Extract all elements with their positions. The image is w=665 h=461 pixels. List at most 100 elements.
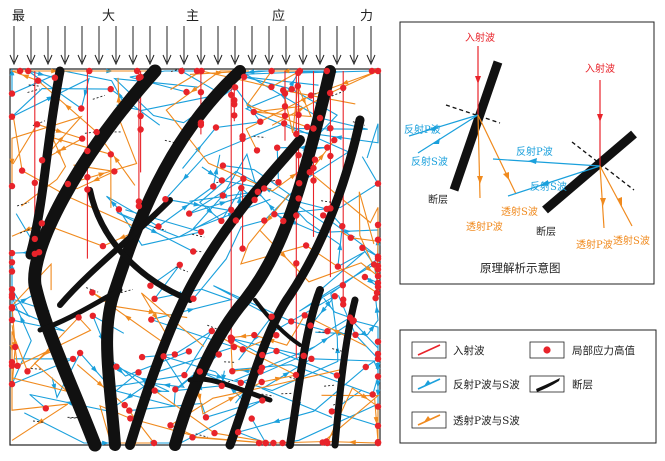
stress-point [282, 103, 288, 109]
legend-reflected-label: 反射P波与S波 [453, 378, 520, 391]
stress-point [147, 283, 153, 289]
stress-point [78, 105, 84, 111]
stress-point [32, 236, 38, 242]
stress-point [262, 440, 268, 446]
stress-point [137, 113, 143, 119]
stress-point [148, 316, 154, 322]
stress-point [301, 353, 307, 359]
stress-point [84, 174, 90, 180]
stress-point [359, 245, 365, 251]
stress-point [229, 368, 235, 374]
transmitted-p-label: 透射P波 [466, 220, 503, 233]
stress-point [255, 189, 261, 195]
stress-point [370, 391, 376, 397]
stress-point [259, 397, 265, 403]
stress-point [220, 162, 226, 168]
stress-point [310, 177, 316, 183]
stress-point [271, 211, 277, 217]
stress-point [39, 220, 45, 226]
stress-point [281, 120, 287, 126]
stress-point [375, 351, 381, 357]
principle-panel: 入射波 入射波 反射P波 反射S波 反射P波 反射S波 透射S波 透射P波 断层… [400, 22, 654, 284]
fault-label: 断层 [536, 225, 556, 238]
stress-point [213, 124, 219, 130]
stress-point [9, 90, 15, 96]
stress-point [307, 322, 313, 328]
stress-point [293, 131, 299, 137]
stress-point [256, 440, 262, 446]
stress-point [113, 364, 119, 370]
transmitted-s-label: 透射S波 [613, 234, 650, 247]
stress-point [86, 68, 92, 74]
stress-point [172, 351, 178, 357]
legend-incident-label: 入射波 [453, 344, 485, 357]
stress-point [186, 348, 192, 354]
stress-point [135, 369, 141, 375]
stress-point [108, 86, 114, 92]
stress-point [9, 317, 15, 323]
stress-point [43, 405, 49, 411]
stress-point [323, 438, 329, 444]
stress-point [152, 387, 158, 393]
stress-point [186, 210, 192, 216]
stress-point [375, 222, 381, 228]
stress-point [375, 373, 381, 379]
stress-point [238, 185, 244, 191]
stress-point [327, 125, 333, 131]
stress-point [251, 109, 257, 115]
stress-point [79, 135, 85, 141]
stress-point [160, 353, 166, 359]
stress-point [220, 192, 226, 198]
stress-point [375, 68, 381, 74]
stress-point [320, 212, 326, 218]
stress-point [9, 363, 15, 369]
stress-point [65, 181, 71, 187]
stress-point [375, 284, 381, 290]
stress-point [12, 344, 18, 350]
legend-swatch-box [530, 376, 564, 392]
stress-point [268, 314, 274, 320]
stress-point [178, 68, 184, 74]
stress-point [228, 92, 234, 98]
stress-point [136, 203, 142, 209]
stress-point [9, 250, 15, 256]
fault-label: 断层 [428, 193, 448, 206]
stress-point [297, 68, 303, 74]
stress-point [9, 268, 15, 274]
transmitted-p-label: 透射P波 [576, 238, 613, 251]
stress-point [280, 218, 286, 224]
stress-point [9, 114, 15, 120]
stress-point [324, 68, 330, 74]
stress-point [375, 440, 381, 446]
stress-point [363, 364, 369, 370]
stress-point [190, 248, 196, 254]
stress-point [126, 407, 132, 413]
reflected-s-label: 反射S波 [530, 180, 567, 193]
stress-point [304, 124, 310, 130]
stress-point [375, 256, 381, 262]
stress-point [274, 145, 280, 151]
stress-point [282, 113, 288, 119]
stress-point [375, 180, 381, 186]
stress-point [327, 90, 333, 96]
stress-point [116, 206, 122, 212]
stress-point [122, 402, 128, 408]
stress-point [375, 423, 381, 429]
stress-point [32, 180, 38, 186]
stress-point [25, 68, 31, 74]
stress-point [75, 314, 81, 320]
stress-point [241, 74, 247, 80]
stress-point [327, 205, 333, 211]
stress-point [52, 75, 58, 81]
stress-point [17, 68, 23, 74]
stress-point [339, 223, 345, 229]
stress-point [317, 115, 323, 121]
stress-point [261, 185, 267, 191]
stress-point [167, 422, 173, 428]
stress-point [251, 332, 257, 338]
stress-point [279, 440, 285, 446]
stress-point [137, 74, 143, 80]
stress-point [198, 229, 204, 235]
stress-point-icon [543, 346, 550, 353]
